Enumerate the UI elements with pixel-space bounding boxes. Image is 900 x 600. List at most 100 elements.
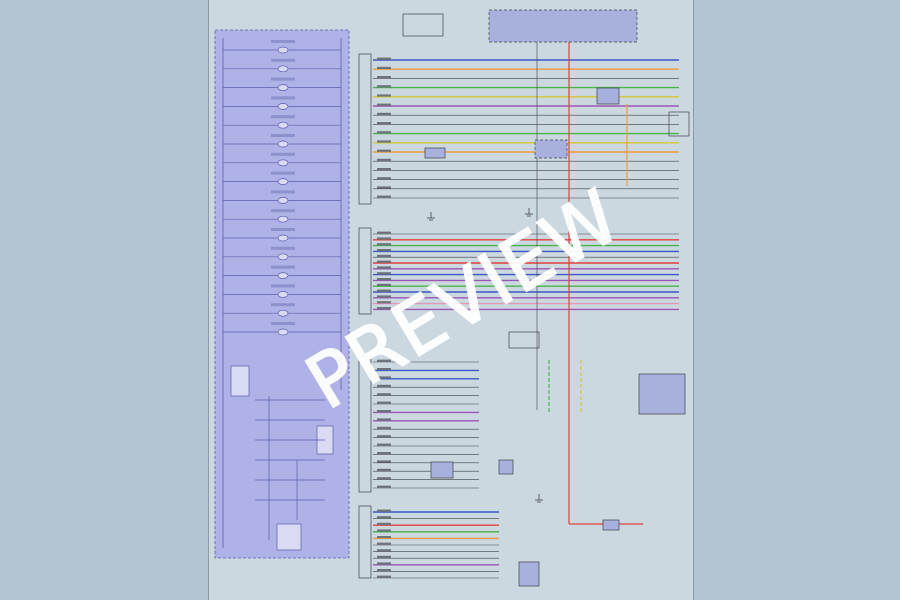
pin-label-placeholder <box>377 562 391 565</box>
pin-label-placeholder <box>377 177 391 180</box>
pin-label-placeholder <box>377 94 391 97</box>
pin-label-placeholder <box>377 401 391 404</box>
pin-label-placeholder <box>377 301 391 304</box>
components <box>358 9 690 587</box>
fuse-label-placeholder <box>271 58 295 62</box>
pin-label-placeholder <box>377 575 391 578</box>
pin-label-placeholder <box>377 149 391 152</box>
pin-label-placeholder <box>377 522 391 525</box>
pin-label-placeholder <box>377 85 391 88</box>
wiring-diagram <box>214 9 690 587</box>
component-box <box>602 519 620 531</box>
pin-label-placeholder <box>377 260 391 263</box>
pin-label-placeholder <box>377 460 391 463</box>
pin-label-placeholder <box>377 122 391 125</box>
pin-label-placeholder <box>377 231 391 234</box>
connector-box <box>508 331 540 349</box>
pin-label-placeholder <box>377 254 391 257</box>
pin-label-placeholder <box>377 509 391 512</box>
fuse-symbol <box>277 309 289 317</box>
pin-label-placeholder <box>377 66 391 69</box>
fuse-symbol <box>277 103 289 110</box>
pin-label-placeholder <box>377 384 391 387</box>
fuse-symbol <box>277 159 289 167</box>
pin-label-placeholder <box>377 103 391 106</box>
pin-label-placeholder <box>377 131 391 134</box>
fuse-symbol <box>277 234 289 242</box>
fuse-symbol <box>277 272 289 279</box>
pin-label-placeholder <box>377 485 391 488</box>
pin-label-placeholder <box>377 426 391 429</box>
pin-label-placeholder <box>377 243 391 246</box>
fuse-symbol <box>277 328 289 336</box>
pin-label-placeholder <box>377 289 391 292</box>
fuse-symbol <box>277 65 289 73</box>
pin-label-placeholder <box>377 195 391 198</box>
pin-label-placeholder <box>377 443 391 446</box>
pin-label-placeholder <box>377 549 391 552</box>
fuse-label-placeholder <box>271 40 295 43</box>
fuse-label-placeholder <box>271 96 295 100</box>
pin-label-placeholder <box>377 249 391 252</box>
module-box <box>638 373 686 415</box>
pin-label-placeholder <box>377 410 391 413</box>
fuse-label-placeholder <box>271 284 295 288</box>
pin-label-placeholder <box>377 516 391 519</box>
pin-label-placeholder <box>377 452 391 455</box>
connector-block <box>358 355 372 493</box>
pin-label-placeholder <box>377 529 391 532</box>
pin-label-placeholder <box>377 393 391 396</box>
pin-label-placeholder <box>377 307 391 310</box>
pin-label-placeholder <box>377 283 391 286</box>
pin-label-placeholder <box>377 278 391 281</box>
fuse-symbol <box>277 291 289 298</box>
module-box <box>488 9 638 43</box>
pin-label-placeholder <box>377 186 391 189</box>
component-box <box>596 87 620 105</box>
switch-box <box>518 561 540 587</box>
component-box <box>668 111 690 137</box>
pin-label-placeholder <box>377 435 391 438</box>
relay-box <box>276 523 302 551</box>
pin-label-placeholder <box>377 536 391 539</box>
fuse-label-placeholder <box>271 228 295 231</box>
connector-box <box>402 13 444 37</box>
ground-icon <box>525 208 533 217</box>
fuse-symbol <box>277 197 289 204</box>
pin-label-placeholder <box>377 542 391 545</box>
pin-label-placeholder <box>377 418 391 421</box>
fuse-symbol <box>277 84 289 91</box>
wiring-diagram-sheet <box>208 0 694 600</box>
pin-label-placeholder <box>377 376 391 379</box>
pin-label-placeholder <box>377 477 391 480</box>
pin-label-placeholder <box>377 140 391 143</box>
fuse-label-placeholder <box>271 303 295 307</box>
fuse-symbol <box>277 178 289 185</box>
pin-label-placeholder <box>377 295 391 298</box>
fuse-label-placeholder <box>271 209 295 213</box>
pin-label-placeholder <box>377 272 391 275</box>
fuse-label-placeholder <box>271 77 295 81</box>
ground-icon <box>427 212 435 221</box>
fuse-symbol <box>277 253 289 261</box>
pin-label-placeholder <box>377 57 391 60</box>
fuse-label-placeholder <box>271 134 295 137</box>
pin-label-placeholder <box>377 168 391 171</box>
fuse-symbol <box>277 121 289 129</box>
pin-label-placeholder <box>377 158 391 161</box>
fuse-symbol <box>277 215 289 223</box>
fuse-label-placeholder <box>271 190 295 194</box>
fuse-label-placeholder <box>271 322 295 325</box>
pin-label-placeholder <box>377 359 391 362</box>
pin-label-placeholder <box>377 569 391 572</box>
wires <box>373 40 679 579</box>
switch-box <box>430 461 454 479</box>
connector-block <box>358 53 372 205</box>
ground-icon <box>535 494 543 503</box>
pin-label-placeholder <box>377 266 391 269</box>
fuse-label-placeholder <box>271 115 295 119</box>
component-box <box>534 139 568 159</box>
connector-block <box>358 505 372 579</box>
component-box <box>424 147 446 159</box>
pin-label-placeholder <box>377 112 391 115</box>
